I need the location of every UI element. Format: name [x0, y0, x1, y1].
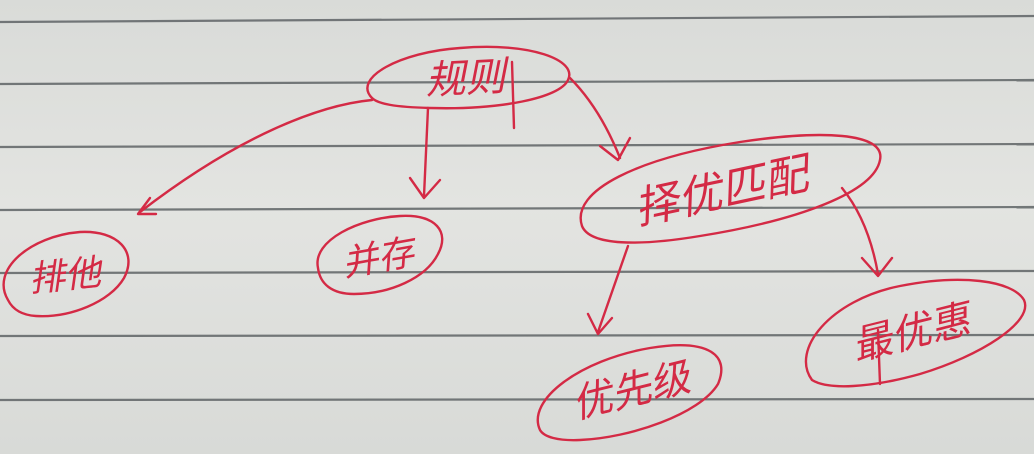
edge-line	[422, 106, 430, 198]
edge-root-to-left	[136, 98, 374, 216]
ruled-lines	[0, 14, 1034, 402]
arrow-head	[586, 312, 614, 336]
node-outline	[316, 214, 444, 296]
node-right	[579, 133, 882, 244]
node-label-right-child-1: 优先级	[567, 354, 697, 428]
ruled-line	[0, 78, 1034, 86]
node-label-root: 规则	[424, 54, 511, 104]
edge-line	[840, 186, 880, 276]
pen-stroke	[510, 60, 516, 130]
edge-right-to-child-1	[586, 244, 630, 336]
node-label-left: 排他	[27, 252, 107, 301]
arrow-head	[408, 176, 442, 200]
node-outline	[804, 278, 1027, 388]
edge-right-to-child-2	[840, 186, 894, 278]
node-middle	[316, 214, 444, 296]
node-outline	[2, 230, 130, 318]
node-label-middle: 并存	[339, 231, 422, 285]
edge-line	[596, 244, 630, 334]
ruled-line	[0, 14, 1034, 24]
node-right-child-2	[804, 278, 1027, 388]
ruled-line	[0, 142, 1034, 149]
edge-line	[568, 76, 622, 160]
node-left	[2, 230, 130, 318]
arrow-head	[860, 256, 894, 278]
edge-line	[138, 98, 374, 214]
edge-root-to-right	[568, 76, 632, 162]
arrow-head	[598, 136, 632, 162]
pen-stroke	[876, 328, 882, 386]
ruled-line	[0, 205, 1034, 212]
node-outline	[536, 344, 723, 442]
ruled-line	[0, 397, 1034, 402]
edge-root-to-middle	[408, 106, 442, 200]
ruled-line	[0, 333, 1034, 338]
ruled-line	[0, 269, 1034, 275]
node-right-child-1	[536, 344, 723, 442]
arrow-head	[136, 196, 158, 216]
node-outline	[579, 133, 882, 244]
